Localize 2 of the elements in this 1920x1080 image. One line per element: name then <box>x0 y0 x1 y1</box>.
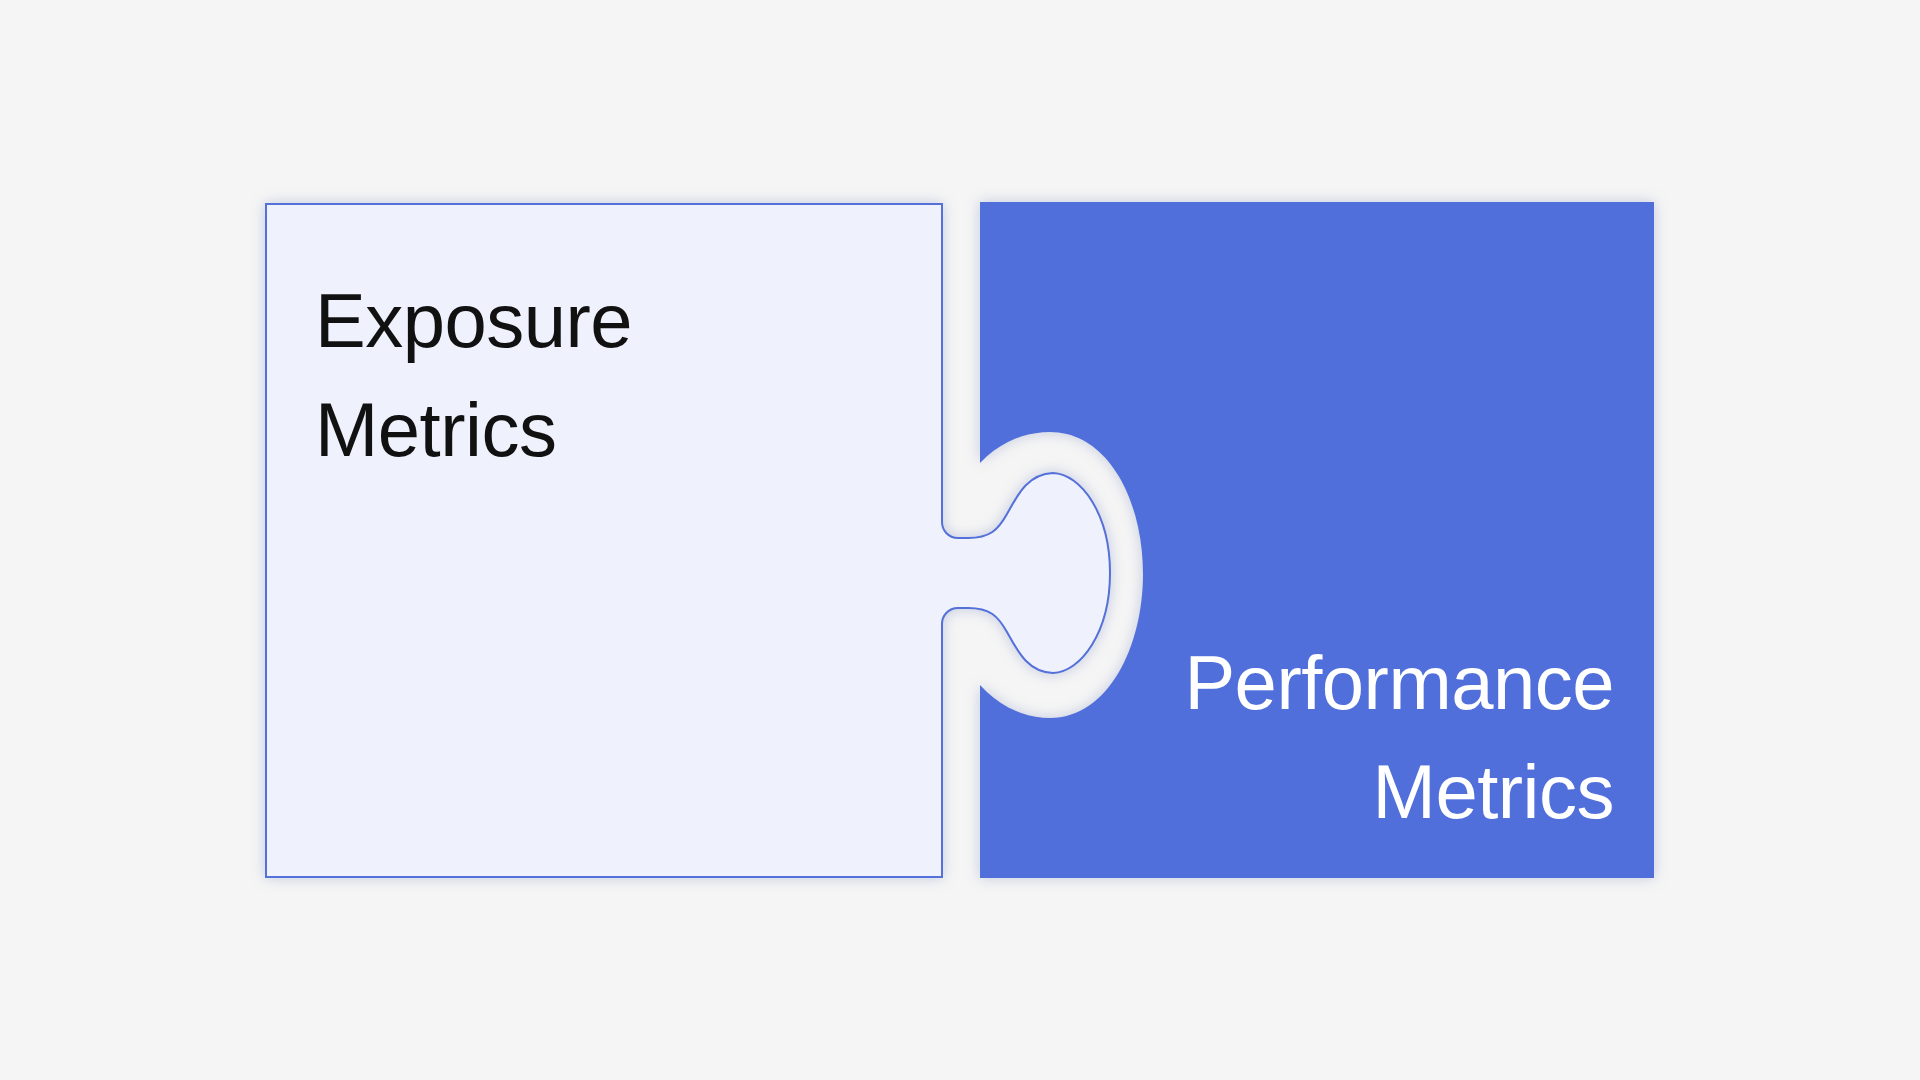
piece-label: Performance Metrics <box>1183 639 1614 836</box>
piece-label: Exposure Metrics <box>315 277 634 474</box>
